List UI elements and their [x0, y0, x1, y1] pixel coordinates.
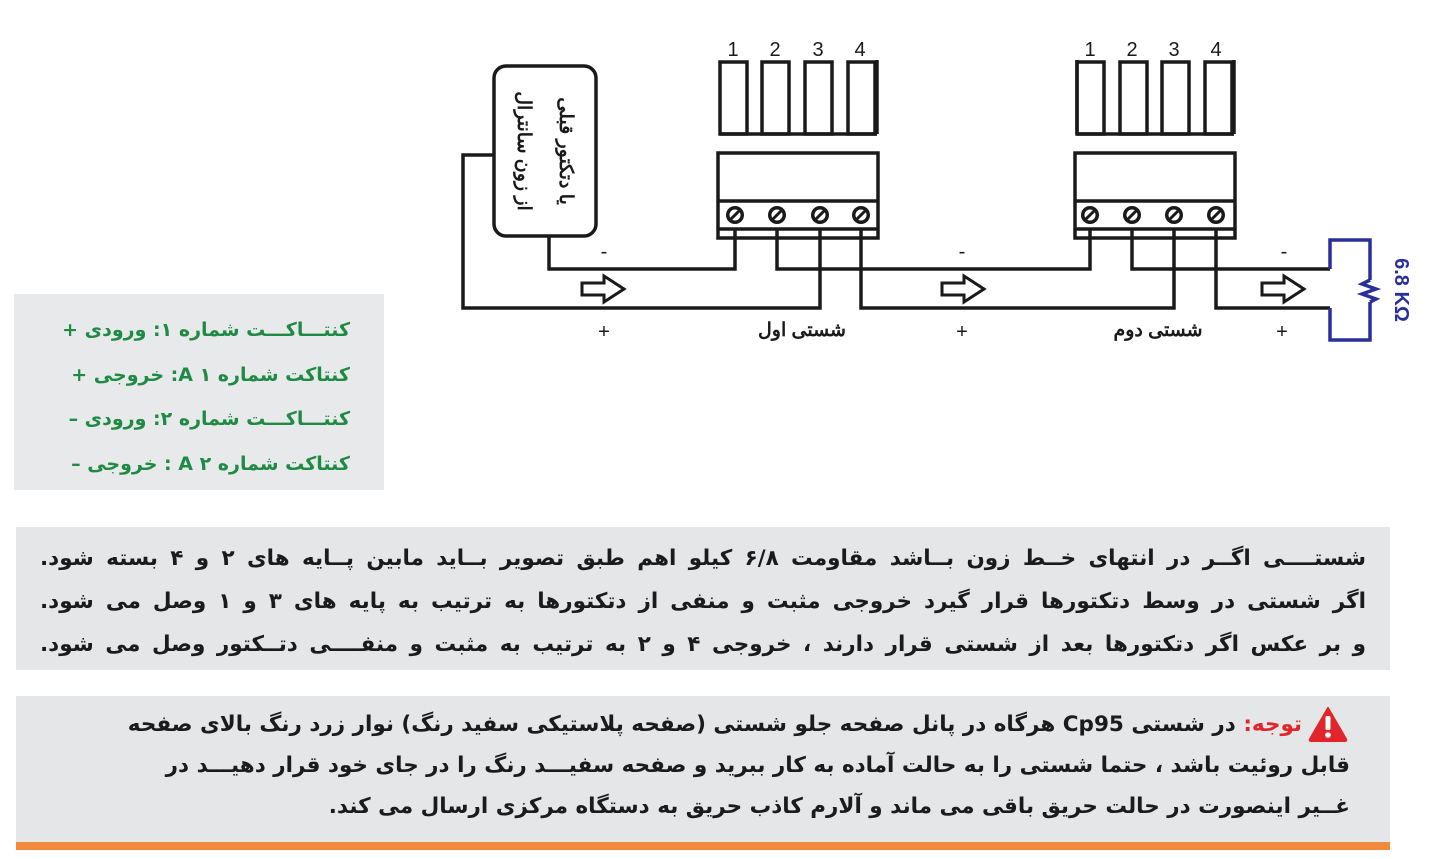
terminal-number-4: 4: [854, 39, 865, 61]
minus-sign: -: [1281, 241, 1288, 263]
note-label: توجه:: [1243, 712, 1302, 737]
base2-terminal-block: [1073, 151, 1237, 240]
terminal-number-1: 1: [727, 39, 738, 61]
instruction-line: و بر عکس اگر دتکتورها بعد از شستی قرار د…: [40, 632, 1366, 657]
arrow-icons: [580, 273, 1307, 305]
terminal-number-3: 3: [1168, 39, 1179, 61]
terminal-number-2: 2: [769, 39, 780, 61]
arrow-right-icon: [580, 273, 627, 305]
base1-terminal-block: [716, 151, 880, 240]
warning-note: توجه: در شستی Cp95 هرگاه در پانل صفحه جل…: [16, 696, 1390, 844]
instruction-line: شستــــی اگــر در انتهای خــط زون بــاشد…: [40, 546, 1366, 571]
legend-item-contact-2a: کنتاکت شماره A ۲ : خروجی –: [71, 452, 350, 475]
terminal-number-1: 1: [1084, 39, 1095, 61]
plus-sign: +: [598, 321, 610, 343]
arrow-right-icon: [940, 273, 987, 305]
base1-label: شستی اول: [758, 320, 846, 341]
source-label-line1: از زون سانترال: [513, 91, 534, 211]
terminal-number-2: 2: [1126, 39, 1137, 61]
source-label-line2: یا دتکتور قبلی: [555, 97, 576, 205]
minus-wire-out: [1130, 230, 1330, 271]
terminal-number-4: 4: [1210, 39, 1221, 61]
plus-sign: +: [1276, 321, 1288, 343]
base2-screws: [1081, 206, 1225, 224]
plus-wire-in: [461, 153, 822, 310]
note-line-1: توجه: در شستی Cp95 هرگاه در پانل صفحه جل…: [40, 704, 1350, 745]
instruction-line: اگر شستی در وسط دتکتورها قرار گیرد خروجی…: [40, 589, 1366, 614]
plus-sign: +: [956, 321, 968, 343]
source-box: [492, 64, 598, 238]
minus-sign: -: [959, 241, 966, 263]
arrow-right-icon: [1260, 273, 1307, 305]
contact-legend: کنتـــاکـــت شماره ۱: ورودی + کنتاکت شما…: [14, 294, 384, 490]
base1-screws: [726, 206, 870, 224]
wiring-diagram-svg: 1 2 3 4 1 2 3 4 - - - + + + شستی اول شست…: [461, 39, 1412, 343]
wiring-instructions: شستــــی اگــر در انتهای خــط زون بــاشد…: [16, 527, 1390, 670]
minus-wire-mid: [775, 230, 1092, 271]
base2-label: شستی دوم: [1113, 320, 1202, 341]
minus-wire-in: [547, 230, 737, 271]
plus-wire-out: [1214, 230, 1330, 310]
legend-item-contact-1: کنتـــاکـــت شماره ۱: ورودی +: [62, 319, 350, 341]
resistor-icon: [1328, 238, 1382, 342]
legend-item-contact-2: کنتـــاکـــت شماره ۲: ورودی –: [68, 408, 350, 430]
base2-contacts: [1075, 60, 1236, 136]
base1-contacts: [718, 60, 879, 136]
legend-item-contact-1a: کنتاکت شماره A ۱: خروجی +: [71, 363, 350, 386]
minus-sign: -: [601, 241, 608, 263]
terminal-number-3: 3: [812, 39, 823, 61]
note-text: در شستی Cp95 هرگاه در پانل صفحه جلو شستی…: [127, 712, 1236, 737]
note-line-2: قابل روئیت باشد ، حتما شستی را به حالت آ…: [165, 753, 1350, 778]
note-line-3: غــیر اینصورت در حالت حریق باقی می ماند …: [328, 794, 1350, 819]
orange-divider: [16, 842, 1390, 850]
warning-icon: [1308, 707, 1348, 742]
wiring-diagram: 1 2 3 4 1 2 3 4 - - - + + + شستی اول شست…: [0, 0, 1445, 360]
resistor-value-label: 6.8 KΩ: [1390, 258, 1412, 322]
